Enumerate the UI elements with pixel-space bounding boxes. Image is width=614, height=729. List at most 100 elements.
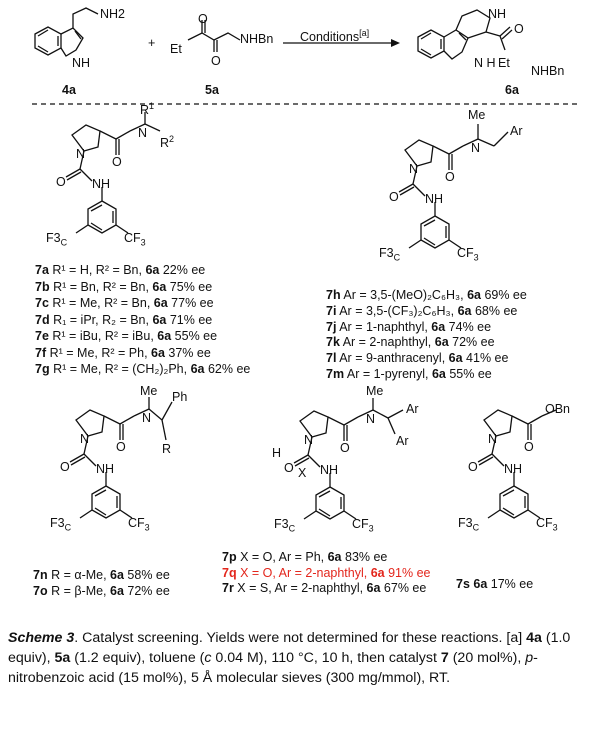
label-5a-o2: O bbox=[211, 54, 221, 68]
urea-co-bond bbox=[399, 186, 415, 196]
catalyst-row-7q: 7q X = O, Ar = 2-naphthyl, 6a 91% ee bbox=[222, 566, 430, 582]
catalyst-substituent: R¹ = H, R² = Bn, bbox=[48, 263, 146, 277]
label-o-g5: O bbox=[524, 440, 534, 454]
label-nh-g3: NH bbox=[96, 462, 115, 476]
label-f3c-g4: F3C bbox=[274, 517, 296, 534]
structure-6a bbox=[417, 9, 513, 60]
ee-value: 83% ee bbox=[341, 550, 388, 564]
cf3-bond bbox=[79, 509, 93, 519]
catalyst-row-7g: 7g R¹ = Me, R² = (CH₂)₂Ph, 6a 62% ee bbox=[35, 362, 250, 379]
ee-value: 67% ee bbox=[380, 581, 427, 595]
catalyst-id: 7k bbox=[326, 335, 340, 350]
ee-value: 72% ee bbox=[448, 335, 495, 350]
aryl-double-bond bbox=[94, 507, 107, 516]
label-5a-o1: O bbox=[198, 12, 208, 26]
label-6a-et: Et bbox=[498, 56, 510, 70]
pyrrolidine-ring bbox=[299, 410, 329, 438]
product-id: 6a bbox=[448, 351, 463, 366]
catalyst-substituent: R¹ = Me, R² = Bn, bbox=[48, 296, 154, 310]
product-id: 6a bbox=[110, 568, 124, 582]
catalyst-substituent: Ar = 3,5-(CF₃)₂C₆H₃, bbox=[336, 303, 458, 318]
ee-value: 72% ee bbox=[123, 584, 170, 598]
product-id: 6a bbox=[434, 335, 449, 350]
product-id: 6a bbox=[145, 263, 160, 277]
label-n-amide-g2: N bbox=[471, 141, 481, 155]
label-6a-nh: N H bbox=[474, 56, 496, 70]
label-cf3-g3: CF3 bbox=[128, 516, 150, 533]
urea-bond bbox=[307, 454, 321, 468]
caption-text: (20 mol%), bbox=[448, 650, 526, 666]
catalyst-id: 7q bbox=[222, 565, 237, 580]
urea-co-bond bbox=[293, 454, 309, 464]
carbonyl-bond bbox=[511, 415, 529, 425]
urea-bond bbox=[83, 435, 89, 455]
catalyst-substituent: R = β-Me, bbox=[47, 584, 111, 598]
cf3-bond bbox=[119, 509, 133, 519]
product-id: 6a bbox=[153, 296, 168, 310]
ee-value: 68% ee bbox=[471, 303, 518, 318]
ee-value: 71% ee bbox=[166, 312, 213, 327]
label-nh-g5: NH bbox=[504, 462, 523, 476]
bond bbox=[462, 138, 479, 147]
urea-bond bbox=[412, 183, 426, 197]
catalyst-id: 7n bbox=[33, 568, 48, 582]
aryl-double-bond bbox=[94, 489, 107, 497]
product-id: 6a bbox=[457, 303, 472, 318]
cf3-bond bbox=[115, 224, 129, 234]
catalyst-substituent: R¹ = Me, R² = Ph, bbox=[46, 345, 152, 360]
label-5a-et: Et bbox=[170, 42, 182, 56]
catalyst-row-7l: 7l Ar = 9-anthracenyl, 6a 41% ee bbox=[326, 351, 527, 367]
cf3-bond bbox=[408, 239, 422, 249]
label-cf3-g4: CF3 bbox=[352, 517, 374, 534]
product-id: 6a bbox=[152, 279, 167, 294]
aryl-ring bbox=[499, 485, 529, 519]
label-o-g1: O bbox=[112, 155, 122, 169]
amide-bond bbox=[448, 145, 464, 155]
catalyst-id: 7i bbox=[326, 303, 337, 318]
catalyst-substituent: R = α-Me, bbox=[47, 568, 111, 582]
label-f3c-g2: F3C bbox=[379, 246, 401, 263]
catalyst-substituent: Ar = 2-naphthyl, bbox=[339, 335, 435, 350]
bond bbox=[148, 408, 163, 421]
amide-bond bbox=[527, 415, 543, 425]
arrow-conditions-label: Conditions[a] bbox=[300, 28, 370, 45]
label-o-g2: O bbox=[445, 170, 455, 184]
urea-co-bond bbox=[477, 453, 493, 463]
catalyst-id: 7m bbox=[326, 366, 345, 381]
product-id: 6a bbox=[473, 577, 488, 591]
catalyst-id: 7c bbox=[35, 296, 49, 310]
label-indole-nh: NH bbox=[72, 56, 91, 70]
bond bbox=[161, 401, 173, 421]
pyrrolidine-ring bbox=[71, 124, 101, 152]
label-6a-nhbn: NHBn bbox=[531, 64, 565, 78]
catalyst-row-7k: 7k Ar = 2-naphthyl, 6a 72% ee bbox=[326, 335, 527, 351]
product-id: 6a bbox=[110, 584, 124, 598]
reaction-arrow bbox=[283, 39, 400, 47]
label-o-urea-g1: O bbox=[56, 175, 66, 189]
catalyst-substituent: R¹ = Me, R² = (CH₂)₂Ph, bbox=[49, 362, 191, 376]
product-id: 6a bbox=[157, 329, 172, 343]
structure-5a bbox=[187, 20, 241, 52]
label-6a-nh-ring: NH bbox=[488, 7, 507, 21]
ee-value: 17% ee bbox=[487, 577, 534, 591]
urea-bond bbox=[412, 165, 418, 185]
catalyst-row-7s: 7s 6a 17% ee bbox=[456, 577, 533, 593]
catalyst-row-7c: 7c R¹ = Me, R² = Bn, 6a 77% ee bbox=[35, 296, 250, 313]
product-id: 6a bbox=[431, 366, 446, 381]
label-f3c-g5: F3C bbox=[458, 516, 480, 533]
amide-bond bbox=[119, 415, 135, 425]
bond bbox=[144, 123, 161, 132]
urea-bond bbox=[79, 150, 85, 170]
label-r1-g1: R1 bbox=[140, 101, 155, 118]
label-o-urea-g5: O bbox=[468, 460, 478, 474]
label-ar-g2: Ar bbox=[510, 124, 523, 138]
catalyst-row-7d: 7d R₁ = iPr, R₂ = Bn, 6a 71% ee bbox=[35, 313, 250, 330]
label-n-g1: N bbox=[76, 147, 86, 161]
urea-co-bond bbox=[66, 171, 82, 181]
label-n-g3: N bbox=[80, 432, 90, 446]
catalyst-row-7h: 7h Ar = 3,5-(MeO)₂C₆H₃, 6a 69% ee bbox=[326, 288, 527, 304]
urea-co-bond bbox=[65, 168, 81, 178]
aryl-double-bond bbox=[502, 489, 515, 497]
catalyst-substituent: R¹ = Bn, R² = Bn, bbox=[49, 279, 153, 294]
bond bbox=[372, 409, 389, 419]
